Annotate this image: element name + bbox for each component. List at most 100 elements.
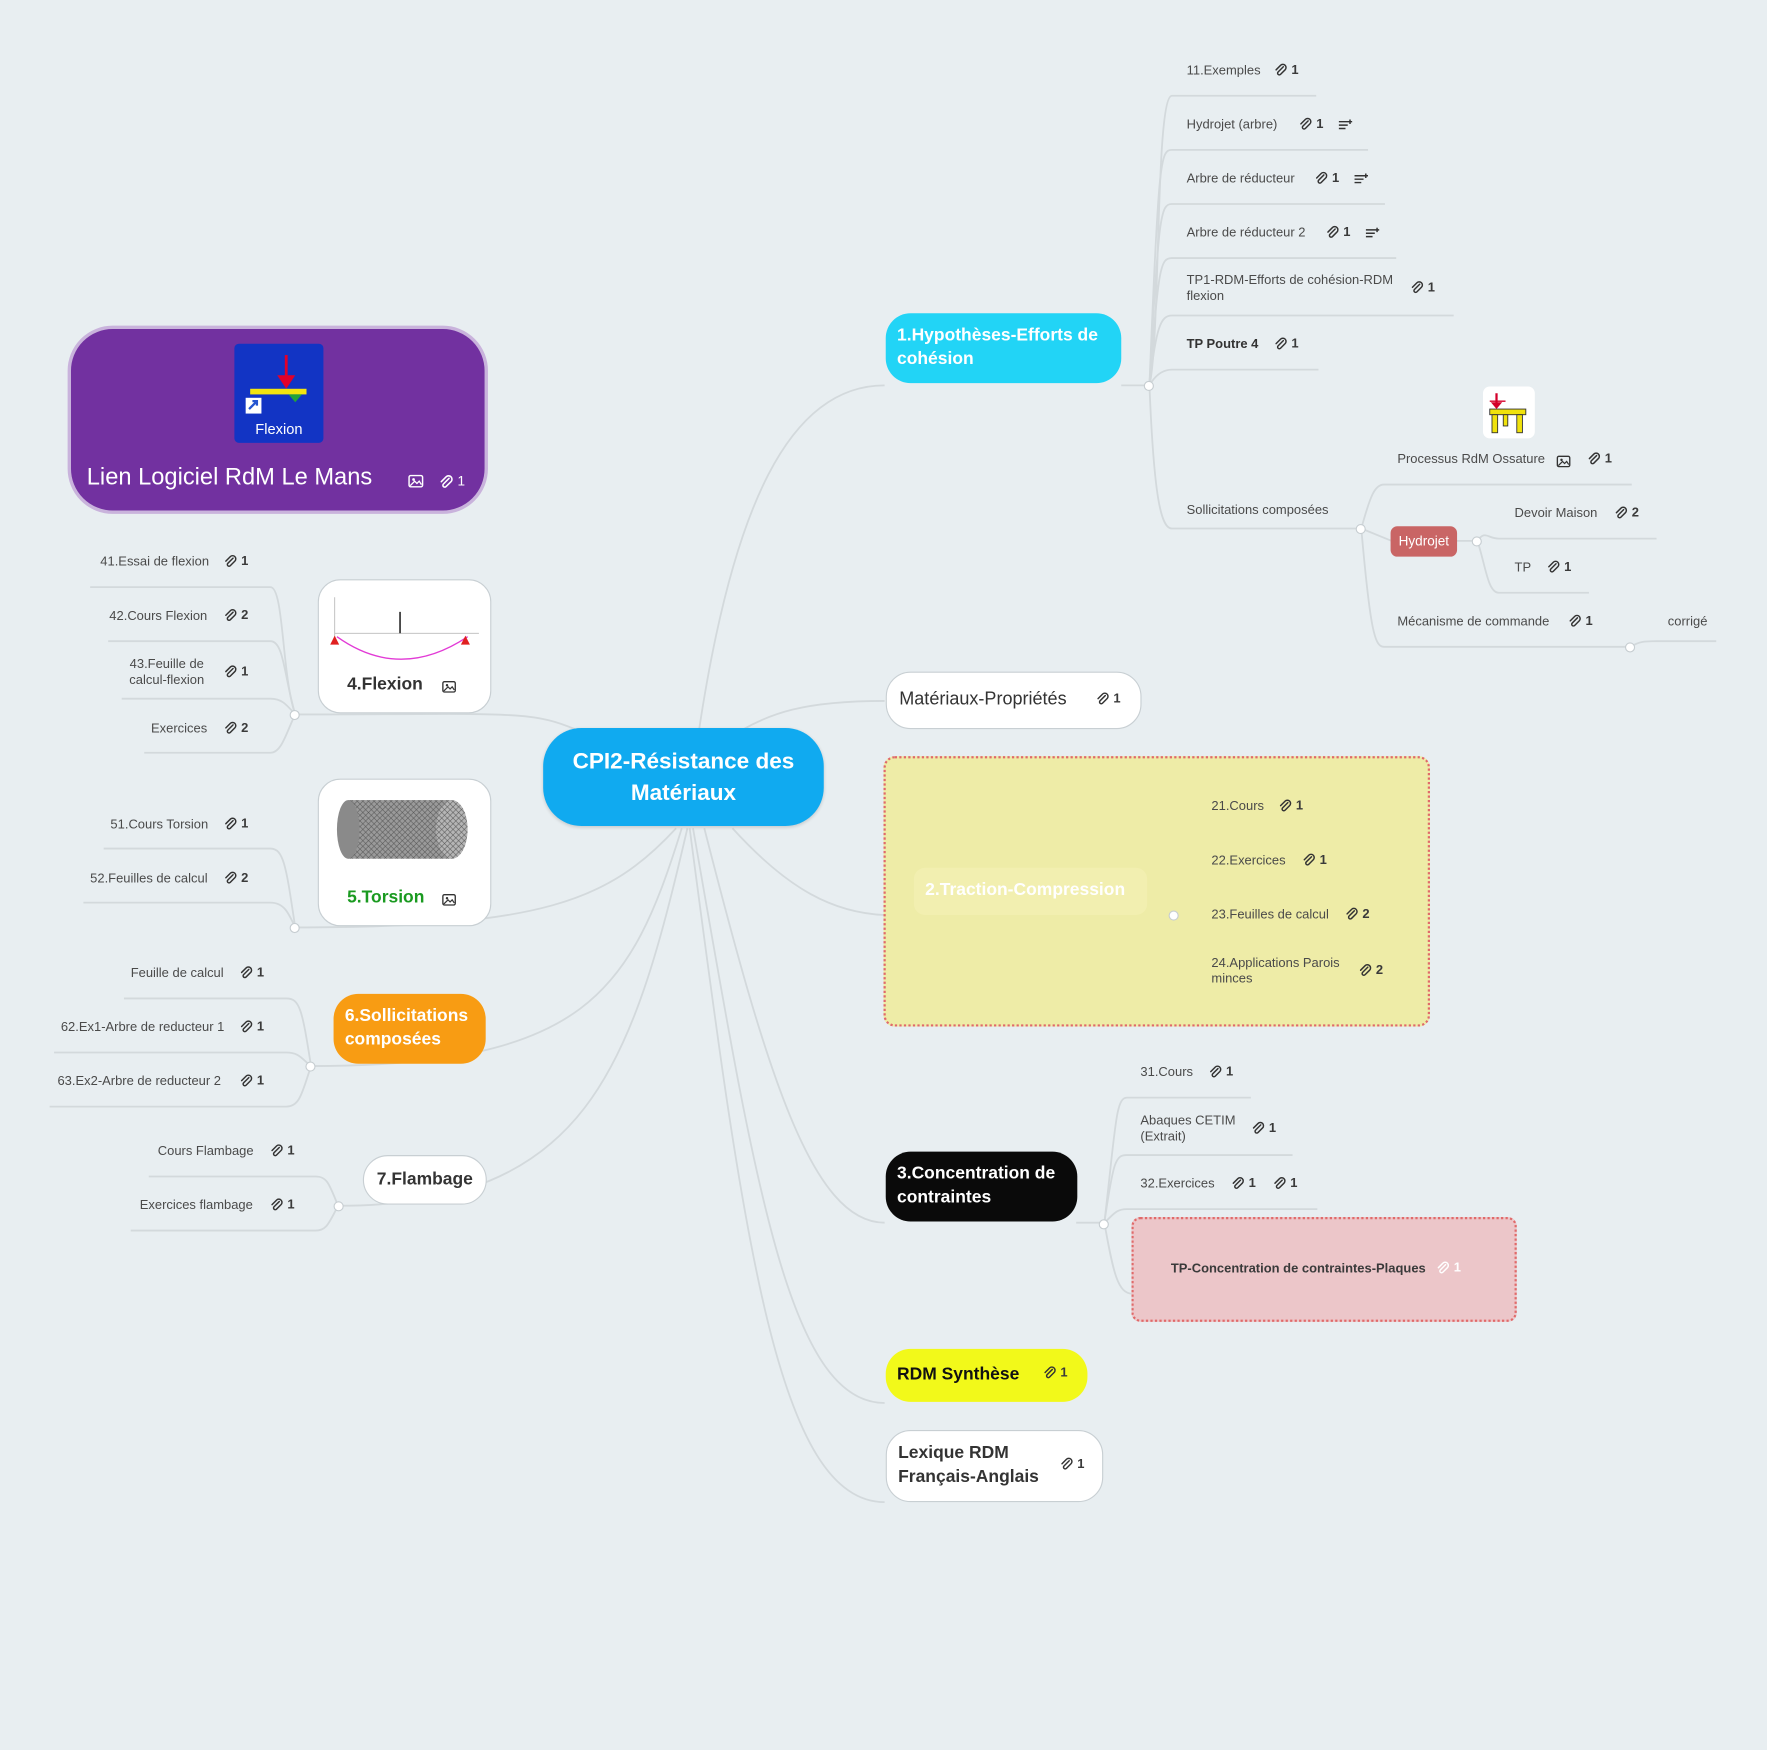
attachment-badge[interactable]: 1 (1273, 337, 1299, 352)
leaf-exercices[interactable]: Exercices (151, 722, 208, 736)
collapse-dot[interactable] (1624, 642, 1636, 653)
attachment-badge[interactable]: 1 (269, 1144, 295, 1159)
leaf-32-exercices[interactable]: 32.Exercices (1140, 1177, 1215, 1192)
attachment-badge[interactable]: 1 (1410, 281, 1435, 296)
attachment-badge[interactable]: 1 (1546, 560, 1571, 575)
leaf-tp[interactable]: TP (1514, 561, 1532, 575)
leaf-corrige[interactable]: corrigé (1667, 615, 1708, 629)
hydrojet-tag[interactable]: Hydrojet (1390, 526, 1458, 557)
image-icon (408, 474, 424, 488)
leaf-feuille-calcul[interactable]: Feuille de calcul (130, 966, 224, 981)
topic-sollicitations[interactable]: 6.Sollicitations composées (333, 993, 486, 1064)
attachment-badge[interactable]: 1 (1314, 171, 1339, 186)
attachment-badge[interactable]: 2 (1358, 963, 1383, 978)
topic-torsion-label: 5.Torsion (347, 887, 425, 908)
topic-flexion[interactable]: 4.Flexion (317, 579, 492, 714)
topic-rdm-synthese[interactable]: RDM Synthèse (885, 1348, 1088, 1402)
attachment-badge[interactable]: 1 (1325, 225, 1350, 240)
ossature-image[interactable] (1482, 386, 1535, 439)
attachment-icon (1097, 692, 1109, 705)
leaf-62-ex1[interactable]: 62.Ex1-Arbre de reducteur 1 (60, 1020, 225, 1035)
attachment-badge[interactable]: 2 (1344, 907, 1370, 922)
leaf-22-exercices[interactable]: 22.Exercices (1211, 854, 1286, 868)
collapse-dot[interactable] (1355, 524, 1366, 535)
attachment-badge[interactable]: 2 (223, 871, 248, 886)
attachment-badge[interactable]: 1 (269, 1198, 295, 1213)
attachment-badge[interactable]: 2 (223, 721, 248, 736)
leaf-arbre-reducteur-2[interactable]: Arbre de réducteur 2 (1186, 226, 1306, 241)
notes-icon[interactable] (1338, 119, 1353, 130)
attachment-badge[interactable]: 1 (1231, 1176, 1256, 1191)
leaf-41-essai-flexion[interactable]: 41.Essai de flexion (100, 555, 210, 570)
attachment-badge[interactable]: 1 (1587, 452, 1612, 467)
attachment-badge[interactable]: 1 (1059, 1457, 1085, 1472)
attachment-badge[interactable]: 1 (223, 554, 248, 569)
collapse-dot[interactable] (1143, 380, 1154, 392)
leaf-arbre-reducteur[interactable]: Arbre de réducteur (1186, 172, 1295, 186)
collapse-dot[interactable] (1098, 1219, 1109, 1230)
attachment-badge[interactable]: 1 (239, 1020, 264, 1035)
notes-icon[interactable] (1365, 227, 1380, 239)
topic-torsion[interactable]: 5.Torsion (317, 778, 492, 927)
leaf-mecanisme-commande[interactable]: Mécanisme de commande (1397, 615, 1550, 629)
leaf-43-feuille-calcul[interactable]: 43.Feuille de calcul-flexion (129, 658, 205, 688)
attachment-badge[interactable]: 1 (1272, 1176, 1298, 1191)
topic-hypotheses-label: 1.Hypothèses-Efforts de cohésion (897, 325, 1098, 369)
topic-materiaux[interactable]: Matériaux-Propriétés (885, 671, 1142, 730)
attachment-badge[interactable]: 1 (1208, 1065, 1233, 1080)
leaf-52-feuilles-calcul[interactable]: 52.Feuilles de calcul (90, 872, 208, 886)
leaf-sollicitations-composees[interactable]: Sollicitations composées (1186, 503, 1329, 518)
leaf-tp-poutre-4[interactable]: TP Poutre 4 (1186, 338, 1259, 352)
collapse-dot[interactable] (1471, 536, 1482, 547)
attachment-badge[interactable]: 2 (1614, 506, 1639, 521)
attachment-icon (240, 966, 253, 979)
software-link-topic[interactable]: Flexion Lien Logiciel RdM Le Mans 1 (67, 325, 488, 514)
topic-concentration[interactable]: 3.Concentration de contraintes (885, 1151, 1078, 1222)
collapse-dot[interactable] (289, 922, 300, 934)
attachment-badge[interactable]: 1 (1298, 117, 1323, 132)
collapse-dot[interactable] (305, 1061, 316, 1072)
leaf-exercices-flambage[interactable]: Exercices flambage (139, 1199, 253, 1213)
collapse-dot[interactable] (333, 1201, 344, 1212)
attachment-badge[interactable]: 1 (239, 966, 264, 981)
topic-hypotheses[interactable]: 1.Hypothèses-Efforts de cohésion (885, 313, 1122, 384)
leaf-tp-concentration-plaques[interactable]: TP-Concentration de contraintes-Plaques (1170, 1262, 1426, 1276)
leaf-processus-rdm-ossature[interactable]: Processus RdM Ossature (1397, 453, 1545, 467)
topic-flambage[interactable]: 7.Flambage (362, 1155, 487, 1205)
attachment-badge[interactable]: 1 (239, 1074, 264, 1089)
attachment-icon (1279, 799, 1292, 812)
leaf-devoir-maison[interactable]: Devoir Maison (1514, 507, 1598, 521)
leaf-hydrojet-arbre[interactable]: Hydrojet (arbre) (1186, 118, 1278, 132)
attachment-badge[interactable]: 1 (1436, 1261, 1461, 1276)
leaf-21-cours[interactable]: 21.Cours (1211, 800, 1265, 814)
leaf-24-applications[interactable]: 24.Applications Parois minces (1211, 956, 1340, 987)
leaf-31-cours[interactable]: 31.Cours (1140, 1066, 1194, 1080)
attachment-badge[interactable]: 1 (1278, 799, 1303, 814)
attachment-badge[interactable]: 1 (223, 665, 248, 680)
rdm-flexion-app-icon[interactable]: Flexion (234, 343, 324, 443)
leaf-23-feuilles-calcul[interactable]: 23.Feuilles de calcul (1211, 908, 1329, 922)
collapse-dot[interactable] (1168, 910, 1179, 921)
topic-lexique[interactable]: Lexique RDM Français-Anglais (885, 1430, 1104, 1503)
attachment-badge[interactable]: 1 (1273, 63, 1299, 78)
ossature-frame-icon (1489, 393, 1527, 434)
attachment-badge[interactable]: 1 (1095, 692, 1121, 707)
notes-icon[interactable] (1354, 173, 1369, 185)
leaf-51-cours-torsion[interactable]: 51.Cours Torsion (110, 818, 209, 832)
attachment-badge[interactable]: 1 (223, 817, 248, 832)
attachment-badge[interactable]: 1 (1302, 853, 1327, 868)
collapse-dot[interactable] (289, 709, 300, 721)
topic-traction[interactable]: 2.Traction-Compression (913, 867, 1148, 916)
attachment-badge[interactable]: 2 (223, 609, 248, 624)
attachment-badge[interactable]: 1 (1251, 1121, 1276, 1136)
leaf-abaques-cetim[interactable]: Abaques CETIM (Extrait) (1140, 1114, 1236, 1144)
leaf-cours-flambage[interactable]: Cours Flambage (157, 1144, 254, 1159)
leaf-63-ex2[interactable]: 63.Ex2-Arbre de reducteur 2 (57, 1075, 221, 1089)
leaf-11-exemples[interactable]: 11.Exemples (1186, 64, 1261, 78)
leaf-42-cours-flexion[interactable]: 42.Cours Flexion (109, 609, 208, 624)
attachment-badge[interactable]: 1 (1042, 1366, 1068, 1381)
attachment-icon (1274, 1177, 1286, 1189)
central-topic[interactable]: CPI2-Résistance des Matériaux (543, 727, 824, 827)
leaf-tp1-rdm[interactable]: TP1-RDM-Efforts de cohésion-RDM flexion (1186, 273, 1394, 304)
attachment-badge[interactable]: 1 (1568, 614, 1593, 629)
